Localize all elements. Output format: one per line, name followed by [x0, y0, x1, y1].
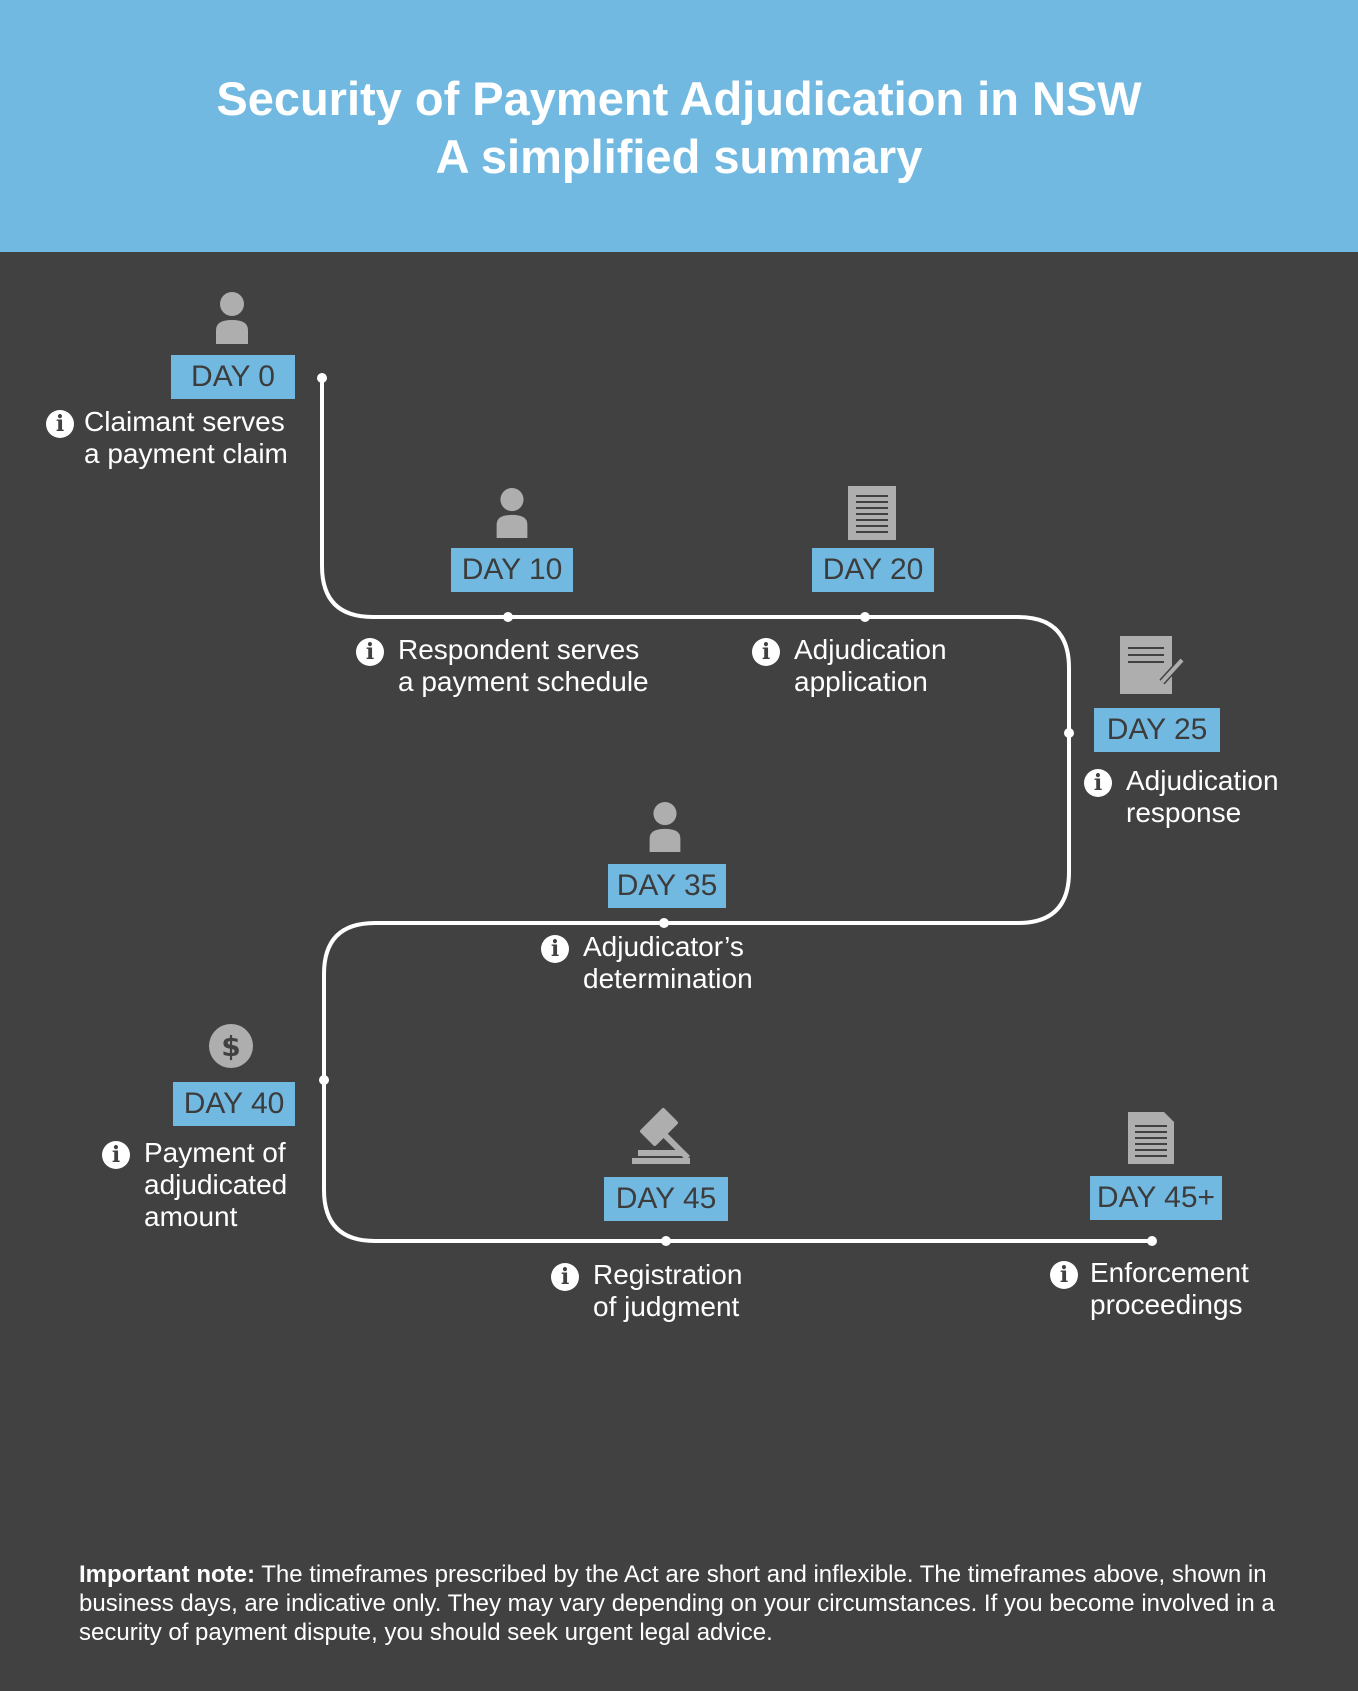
day-badge-20: DAY 20: [812, 548, 934, 592]
info-icon: [551, 1263, 579, 1291]
timeline-node: [1064, 728, 1074, 738]
person-icon: [216, 292, 248, 344]
step-45-plus: Enforcement proceedings: [1050, 1257, 1320, 1321]
step-40: Payment of adjudicated amount: [102, 1137, 302, 1233]
document-icon: [1128, 1112, 1174, 1164]
info-icon: [541, 935, 569, 963]
day-badge-35: DAY 35: [608, 864, 726, 908]
info-icon: [102, 1141, 130, 1169]
important-note: Important note: The timeframes prescribe…: [79, 1560, 1289, 1647]
step-0: Claimant serves a payment claim: [46, 406, 306, 470]
step-10-text: Respondent serves a payment schedule: [398, 634, 649, 697]
info-icon: [752, 638, 780, 666]
dollar-icon: $: [209, 1024, 253, 1068]
day-badge-40: DAY 40: [173, 1082, 295, 1126]
step-35: Adjudicator’s determination: [541, 931, 801, 995]
info-icon: [46, 410, 74, 438]
timeline-node: [659, 918, 669, 928]
day-badge-10: DAY 10: [451, 548, 573, 592]
info-icon: [1084, 769, 1112, 797]
step-25-text: Adjudication response: [1126, 765, 1279, 828]
timeline-node: [860, 612, 870, 622]
timeline-node: [319, 1075, 329, 1085]
note-label: Important note:: [79, 1561, 255, 1588]
step-25: Adjudication response: [1084, 765, 1354, 829]
document-icon: [848, 486, 896, 540]
page-subtitle: A simplified summary: [435, 130, 923, 183]
gavel-icon: [632, 1108, 691, 1164]
note-text: The timeframes prescribed by the Act are…: [79, 1561, 1275, 1646]
timeline-node: [661, 1236, 671, 1246]
step-45-plus-text: Enforcement proceedings: [1090, 1257, 1249, 1320]
day-badge-25: DAY 25: [1094, 708, 1220, 752]
day-badge-45-plus: DAY 45+: [1090, 1176, 1222, 1220]
timeline-node: [317, 373, 327, 383]
header-banner: Security of Payment Adjudication in NSW …: [0, 0, 1358, 252]
document-pen-icon: [1120, 636, 1185, 694]
day-badge-0: DAY 0: [171, 355, 295, 399]
day-badge-45: DAY 45: [604, 1177, 728, 1221]
person-icon: [649, 802, 681, 852]
timeline-node: [503, 612, 513, 622]
step-20: Adjudication application: [752, 634, 1012, 698]
step-0-text: Claimant serves a payment claim: [84, 406, 288, 469]
info-icon: [356, 638, 384, 666]
step-10: Respondent serves a payment schedule: [356, 634, 676, 698]
step-40-text: Payment of adjudicated amount: [144, 1137, 288, 1232]
timeline-node: [1147, 1236, 1157, 1246]
page-title: Security of Payment Adjudication in NSW: [216, 72, 1142, 125]
person-icon: [496, 488, 528, 538]
step-20-text: Adjudication application: [794, 634, 947, 697]
info-icon: [1050, 1261, 1078, 1289]
svg-text:$: $: [221, 1030, 240, 1063]
step-45-text: Registration of judgment: [593, 1259, 743, 1322]
step-45: Registration of judgment: [551, 1259, 811, 1323]
step-35-text: Adjudicator’s determination: [583, 931, 753, 994]
